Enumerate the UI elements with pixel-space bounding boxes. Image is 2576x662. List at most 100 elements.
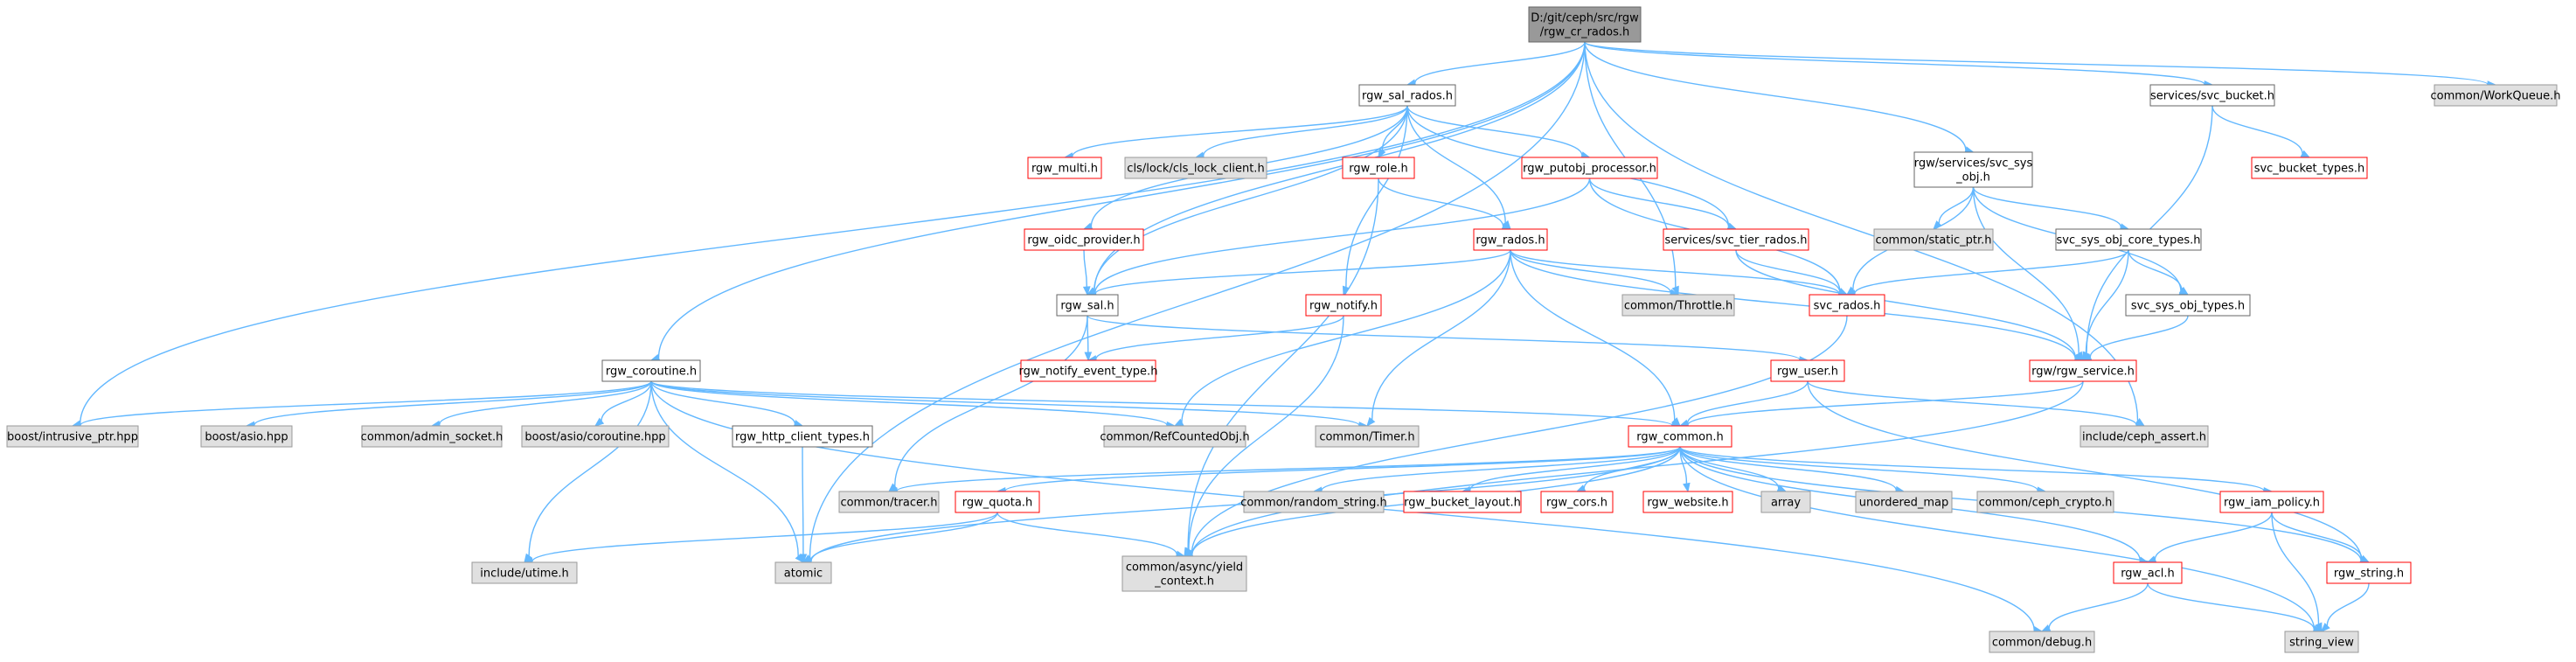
node-common-timer: common/Timer.h	[1315, 425, 1420, 448]
node-rgw-website[interactable]: rgw_website.h	[1642, 491, 1733, 513]
node-rgw-acl[interactable]: rgw_acl.h	[2113, 561, 2183, 584]
node-box	[1521, 157, 1658, 179]
edge-rgw_role-to-rgw_rados	[1378, 178, 1504, 226]
node-box	[1024, 228, 1144, 251]
node-label: common/ceph_crypto.h	[1979, 497, 2113, 510]
node-box	[1124, 157, 1267, 179]
edge-rgw_sal_rados-to-rgw_sal	[1094, 105, 1408, 291]
arrowhead-rgw_user-to-rgw_common	[1678, 419, 1690, 427]
node-box	[2326, 561, 2412, 584]
node-rgw-common[interactable]: rgw_common.h	[1628, 425, 1732, 448]
node-label: rgw/rgw_service.h	[2031, 366, 2135, 379]
edge-rgw_coroutine-to-boost_intrusive_ptr	[80, 380, 652, 426]
node-box	[6, 425, 139, 448]
edge-rgw_service-to-common_async_yield_context	[1191, 380, 2084, 555]
node-rgw-coroutine[interactable]: rgw_coroutine.h	[601, 359, 701, 382]
node-rgw-sal-rados[interactable]: rgw_sal_rados.h	[1358, 84, 1456, 107]
arrowhead-rgw_coroutine-to-boost_asio_coroutine	[594, 417, 605, 427]
node-rgw-oidc-provider[interactable]: rgw_oidc_provider.h	[1024, 228, 1144, 251]
node-root[interactable]: D:/git/ceph/src/rgw/rgw_cr_rados.h	[1528, 6, 1642, 43]
node-box	[2080, 425, 2209, 448]
edge-rgw_acl-to-string_view	[2147, 582, 2316, 630]
node-svc-tier-rados[interactable]: services/svc_tier_rados.h	[1663, 228, 1809, 251]
node-rgw-http-client-types[interactable]: rgw_http_client_types.h	[732, 425, 873, 448]
node-label: common/async/yield	[1126, 561, 1243, 575]
node-box	[1621, 294, 1735, 317]
node-rgw-notify[interactable]: rgw_notify.h	[1305, 294, 1382, 317]
edge-rgw_role-to-common_async_yield_context	[1187, 178, 1379, 549]
node-boost-asio-coroutine: boost/asio/coroutine.hpp	[521, 425, 670, 448]
node-svc-sys-obj-types[interactable]: svc_sys_obj_types.h	[2125, 294, 2251, 317]
edge-rgw_common-to-common_ceph_crypto	[1679, 446, 2038, 491]
node-label: unordered_map	[1859, 497, 1949, 510]
node-label: include/ceph_assert.h	[2082, 431, 2206, 444]
node-rgw-bucket-layout[interactable]: rgw_bucket_layout.h	[1403, 491, 1522, 513]
node-rgw-putobj-processor[interactable]: rgw_putobj_processor.h	[1521, 157, 1658, 179]
node-rgw-rados[interactable]: rgw_rados.h	[1473, 228, 1548, 251]
edge-rgw_putobj_processor-to-svc_tier_rados	[1588, 178, 1730, 227]
node-box	[1243, 491, 1385, 513]
node-box	[1020, 359, 1156, 382]
edge-rgw_common-to-common_tracer	[896, 446, 1681, 492]
edge-rgw_rados-to-common_refcountedobj	[1181, 249, 1511, 422]
node-rgw-user[interactable]: rgw_user.h	[1770, 359, 1845, 382]
edge-rgw_service-to-rgw_common	[1687, 380, 2084, 426]
edge-root-to-rgw_coroutine	[657, 41, 1586, 359]
edge-rgw_coroutine-to-rgw_common	[650, 380, 1673, 427]
node-label: svc_bucket_types.h	[2254, 163, 2365, 176]
node-common-async-yield-context: common/async/yield_context.h	[1121, 555, 1247, 592]
edge-rgw_rados-to-rgw_common	[1510, 249, 1676, 421]
node-unordered-map: unordered_map	[1855, 491, 1953, 513]
node-box	[955, 491, 1040, 513]
node-svc-rados[interactable]: svc_rados.h	[1809, 294, 1885, 317]
node-svc-bucket-types[interactable]: svc_bucket_types.h	[2251, 157, 2368, 179]
edge-rgw_common-to-unordered_map	[1679, 446, 1897, 491]
node-label: rgw_rados.h	[1475, 234, 1545, 247]
node-rgw-multi[interactable]: rgw_multi.h	[1027, 157, 1102, 179]
node-box	[1760, 491, 1811, 513]
node-box	[1989, 631, 2095, 653]
node-rgw-quota[interactable]: rgw_quota.h	[955, 491, 1040, 513]
node-rgw-cors[interactable]: rgw_cors.h	[1540, 491, 1614, 513]
edge-rgw_sal_rados-to-rgw_multi	[1072, 105, 1408, 157]
node-box	[1540, 491, 1614, 513]
node-box	[1913, 151, 2033, 188]
arrowhead-rgw_iam_policy-to-string_view	[2315, 622, 2323, 633]
arrowhead-rgw_string-to-string_view	[2321, 623, 2330, 632]
node-rgw-iam-policy[interactable]: rgw_iam_policy.h	[2219, 491, 2324, 513]
arrowhead-rgw_rados-to-common_timer	[1366, 416, 1376, 428]
edge-services_svc_bucket-to-svc_bucket_types	[2211, 105, 2303, 154]
node-box	[1403, 491, 1522, 513]
node-svc-sys-obj-core-types[interactable]: svc_sys_obj_core_types.h	[2055, 228, 2202, 251]
node-rgw-notify-event-type[interactable]: rgw_notify_event_type.h	[1019, 359, 1158, 382]
node-array: array	[1760, 491, 1811, 513]
edge-rgw_iam_policy-to-string_view	[2271, 512, 2320, 624]
node-box	[1305, 294, 1382, 317]
node-label: rgw_sal.h	[1060, 300, 1114, 313]
edge-rgw_quota-to-atomic	[810, 512, 998, 561]
node-label: boost/asio/coroutine.hpp	[524, 431, 665, 444]
edge-root-to-atomic	[809, 41, 1586, 559]
node-box	[838, 491, 940, 513]
edge-rgw_rados-to-rgw_service	[1510, 249, 2076, 359]
node-label: svc_rados.h	[1814, 300, 1881, 313]
node-rgw-sal[interactable]: rgw_sal.h	[1056, 294, 1119, 317]
node-box	[361, 425, 503, 448]
node-label: rgw_string.h	[2334, 568, 2404, 581]
edge-svc_tier_rados-to-rgw_service	[1735, 249, 2077, 359]
edge-root-to-boost_intrusive_ptr	[80, 41, 1586, 424]
node-services-svc-bucket[interactable]: services/svc_bucket.h	[2149, 84, 2275, 107]
node-label: rgw_notify_event_type.h	[1019, 366, 1158, 379]
node-rgw-role[interactable]: rgw_role.h	[1342, 157, 1415, 179]
node-rgw-service[interactable]: rgw/rgw_service.h	[2029, 359, 2137, 382]
edge-rgw_coroutine-to-atomic	[650, 380, 799, 557]
edge-rgw_user-to-include_ceph_assert	[1807, 380, 2137, 426]
node-rgw-string[interactable]: rgw_string.h	[2326, 561, 2412, 584]
arrowhead-root-to-rgw_coroutine	[649, 353, 661, 362]
node-workqueue: common/WorkQueue.h	[2431, 84, 2561, 107]
node-svc-sys-obj[interactable]: rgw/services/svc_sys_obj.h	[1913, 151, 2033, 188]
edge-rgw_common-to-string_view	[1679, 446, 2316, 630]
edge-rgw_sal-to-rgw_user	[1087, 315, 1801, 361]
node-box	[1642, 491, 1733, 513]
node-cls-lock-client: cls/lock/cls_lock_client.h	[1124, 157, 1267, 179]
